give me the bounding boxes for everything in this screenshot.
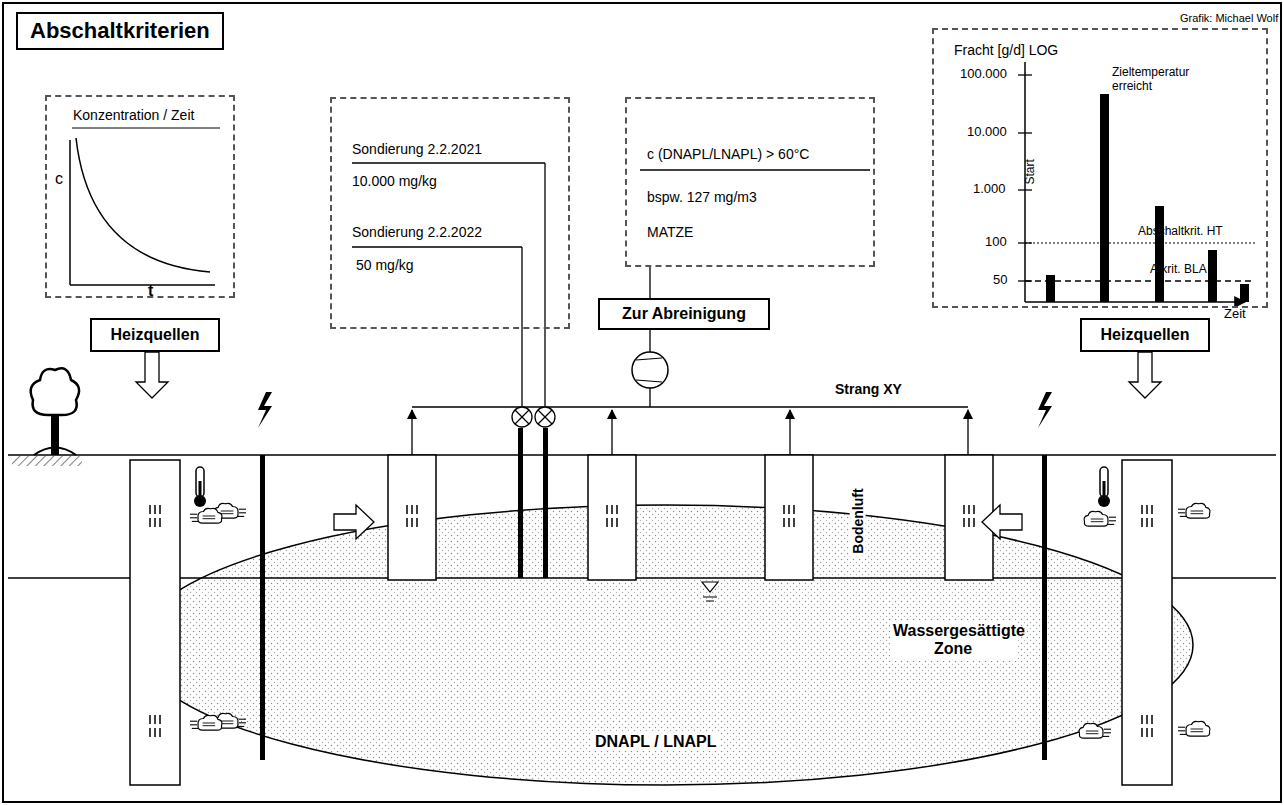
box-heading: Zur Abreinigung — [622, 305, 746, 323]
box-heading: Heizquellen — [111, 326, 200, 344]
title-box: Abschaltkriterien — [16, 12, 224, 50]
pipe-label: Strang XY — [832, 381, 905, 397]
chart-annotation: Zieltemperatur erreicht — [1112, 66, 1224, 94]
box-heading: Fracht [g/d] LOG — [954, 42, 1058, 58]
axis-label: c — [55, 170, 63, 188]
tick-label: 10.000 — [967, 125, 1007, 140]
box-heading: Konzentration / Zeit — [73, 107, 194, 123]
measurement-panel: c (DNAPL/LNAPL) > 60°C bspw. 127 mg/m3MAT… — [625, 97, 875, 267]
zone-label: Bodenluft — [850, 485, 866, 556]
tick-label: 100 — [985, 235, 1007, 250]
chart-panel: Konzentration / Zeit — [45, 95, 235, 298]
chart-annotation: A.krit. BLA — [1150, 263, 1207, 277]
process-box: Zur Abreinigung — [598, 298, 770, 330]
box-text: bspw. 127 mg/m3 — [647, 189, 757, 205]
credit-note: Grafik: Michael Wolf — [1180, 12, 1278, 25]
box-heading: Heizquellen — [1101, 326, 1190, 344]
box-heading: Sondierung 2.2.2021 — [352, 141, 482, 157]
axis-note: Start — [1024, 159, 1038, 184]
zone-label: Wassergesättigte Zone — [890, 622, 1016, 659]
axis-label: Zeit — [1224, 307, 1246, 322]
process-box: Heizquellen — [90, 318, 220, 352]
box-text: 50 mg/kg — [356, 257, 414, 273]
tick-label: 50 — [993, 273, 1007, 288]
process-box: Heizquellen — [1080, 318, 1210, 352]
probe-panel: Sondierung 2.2.2021 10.000 mg/kgSondierun… — [330, 97, 570, 329]
chart-annotation: Abschaltkrit. HT — [1138, 225, 1223, 239]
axis-label: t — [148, 282, 153, 300]
connector-line — [649, 267, 650, 298]
tick-label: 1.000 — [973, 182, 1006, 197]
box-text: 10.000 mg/kg — [352, 173, 437, 189]
box-text: Sondierung 2.2.2022 — [352, 224, 482, 240]
tick-label: 100.000 — [960, 67, 1007, 82]
box-heading: c (DNAPL/LNAPL) > 60°C — [647, 146, 809, 162]
box-text: MATZE — [647, 224, 693, 240]
zone-label: DNAPL / LNAPL — [592, 733, 719, 751]
